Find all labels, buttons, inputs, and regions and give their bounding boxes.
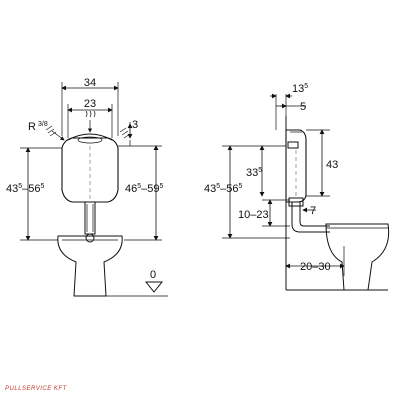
floor-level-triangle-icon (144, 281, 164, 293)
dim-mid-33-5: 335 (246, 167, 262, 179)
inlet-right-hatch-icon (119, 122, 133, 146)
side-view: 135 5 43 335 435–565 10–23 7 20–30 (204, 83, 390, 291)
dim-button-23: 23 (84, 98, 96, 110)
water-symbol-icon (85, 110, 96, 118)
floor-label-0: 0 (150, 269, 156, 281)
flush-pipe-side (291, 202, 330, 233)
flush-pipe-front (84, 201, 96, 235)
flush-button-front (67, 133, 113, 141)
button-ellipse (77, 136, 103, 144)
dim-height-right: 465–595 (125, 183, 164, 195)
dim-pipe-offset-7: 7 (310, 205, 316, 217)
dim-tank-height-43: 43 (326, 159, 338, 171)
button-side (287, 141, 299, 149)
svg-text:465–595: 465–595 (125, 183, 164, 195)
toilet-bowl-side (325, 223, 390, 291)
dim-height-left: 435–565 (6, 183, 45, 195)
front-view: 34 23 R 3/8 3 435–565 (6, 77, 168, 297)
pipe-outlet (85, 233, 95, 243)
dim-offset-5: 5 (300, 101, 306, 113)
svg-text:435–565: 435–565 (204, 183, 243, 195)
svg-text:435–565: 435–565 (6, 183, 45, 195)
watermark: PULLSERVICE KFT (5, 386, 67, 392)
dim-inlet-3: 3 (132, 119, 138, 131)
dim-floor-range: 20–30 (300, 261, 331, 273)
toilet-bowl-front (57, 235, 123, 297)
dim-radius-r: R (28, 121, 36, 133)
dim-radius-sup: 3/8 (38, 121, 48, 128)
dim-height-side: 435–565 (204, 183, 243, 195)
dim-top-13-5: 135 (292, 83, 308, 95)
dim-pipe-range: 10–23 (238, 209, 269, 221)
inlet-left-hatch-icon (45, 125, 65, 141)
dim-width-34: 34 (84, 77, 96, 89)
